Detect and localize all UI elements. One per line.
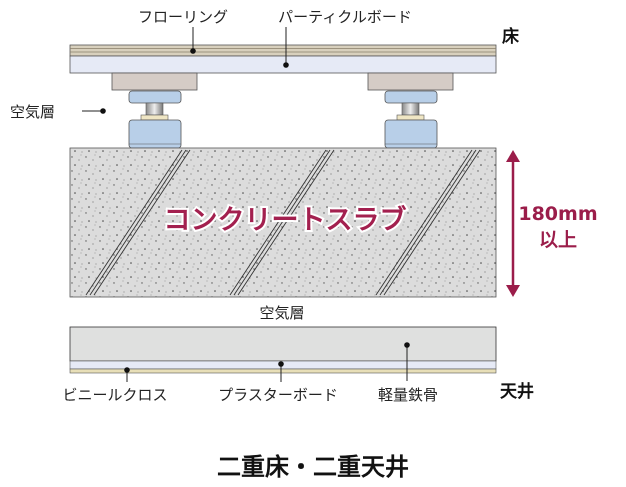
concrete-slab: コンクリートスラブ xyxy=(69,147,497,298)
air-layer-mid-label: 空気層 xyxy=(259,304,304,322)
air-layer-left-label: 空気層 xyxy=(10,103,55,121)
flooring-layer xyxy=(69,44,497,57)
plaster-board-label: プラスターボード xyxy=(218,386,338,404)
thickness-value: 180mm xyxy=(518,203,597,225)
particle-board-layer xyxy=(69,55,497,74)
diagram-title: 二重床・二重天井 xyxy=(217,452,409,481)
thickness-arrow xyxy=(506,150,520,297)
slab-label: コンクリートスラブ xyxy=(164,204,407,236)
ceiling-label: 天井 xyxy=(500,381,534,402)
particle-board-label: パーティクルボード xyxy=(278,8,412,26)
floor-support-right xyxy=(367,72,454,149)
leader-lines xyxy=(82,27,410,382)
floor-support-left xyxy=(111,72,198,149)
flooring-label: フローリング xyxy=(138,8,228,26)
light-steel-label: 軽量鉄骨 xyxy=(378,386,438,404)
ceiling-assembly xyxy=(69,326,497,374)
floor-label: 床 xyxy=(502,26,520,47)
vinyl-cloth-label: ビニールクロス xyxy=(62,386,167,404)
thickness-suffix: 以上 xyxy=(539,229,577,251)
